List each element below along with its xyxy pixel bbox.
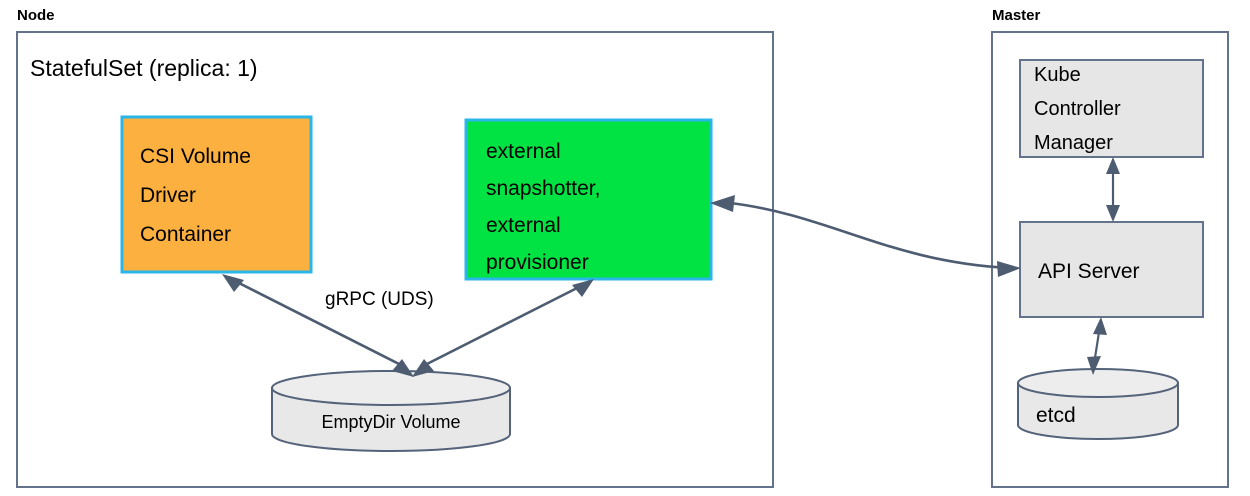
- api-server-box: [1019, 221, 1204, 318]
- edge-external-to-emptydir-arrowhead-end: [412, 359, 434, 377]
- emptydir-cylinder-top: [271, 370, 511, 406]
- edge-external-to-apiserver-arrowhead-right: [997, 261, 1021, 277]
- api-server[interactable]: API Server: [1019, 221, 1204, 318]
- etcd-cylinder[interactable]: etcd: [1017, 368, 1179, 440]
- csi-volume-driver-box: [120, 115, 313, 274]
- node-zone-label: Node: [17, 7, 55, 24]
- emptydir-volume-cylinder[interactable]: EmptyDir Volume: [271, 370, 511, 452]
- kcm-line-2: Controller: [1034, 98, 1121, 120]
- kube-controller-manager[interactable]: Kube Controller Manager: [1019, 59, 1204, 158]
- csi-line-1: CSI Volume: [140, 145, 251, 168]
- kcm-line-3: Manager: [1034, 132, 1113, 154]
- edge-csi-to-emptydir: gRPC (UDS): [222, 274, 434, 377]
- edge-apiserver-to-kcm-arrowhead-up: [1106, 157, 1120, 174]
- edge-apiserver-to-etcd: [1087, 317, 1107, 375]
- edge-external-to-emptydir-arrowhead-start: [572, 279, 594, 297]
- edge-csi-to-emptydir-line: [232, 278, 404, 368]
- edge-apiserver-to-etcd-arrowhead-down: [1087, 356, 1101, 375]
- csi-volume-driver-container[interactable]: CSI Volume Driver Container: [120, 115, 313, 274]
- external-line-3: external: [486, 214, 561, 237]
- external-line-1: external: [486, 140, 561, 163]
- emptydir-volume-label: EmptyDir Volume: [321, 412, 460, 432]
- grpc-uds-label: gRPC (UDS): [325, 289, 434, 310]
- master-zone-label: Master: [992, 7, 1041, 24]
- kube-controller-manager-box: [1019, 59, 1204, 158]
- external-line-4: provisioner: [486, 251, 589, 274]
- edge-external-to-apiserver-arrowhead-left: [710, 195, 735, 212]
- edge-csi-to-emptydir-arrowhead-end: [392, 359, 414, 377]
- etcd-cylinder-body: [1017, 382, 1179, 440]
- kcm-line-1: Kube: [1034, 64, 1081, 86]
- etcd-label: etcd: [1036, 404, 1076, 427]
- edge-external-to-apiserver-curve: [729, 201, 1011, 270]
- external-line-2: snapshotter,: [486, 177, 600, 200]
- etcd-cylinder-top: [1017, 368, 1179, 398]
- edge-external-to-emptydir: [412, 279, 594, 377]
- edge-csi-to-emptydir-arrowhead-start: [222, 274, 244, 292]
- edge-external-to-emptydir-line: [422, 283, 584, 368]
- api-server-label: API Server: [1038, 260, 1140, 283]
- external-sidecars-box: [464, 118, 713, 281]
- edge-external-to-apiserver: [710, 195, 1021, 277]
- csi-line-2: Driver: [140, 184, 196, 207]
- edge-apiserver-to-kcm-arrowhead-down: [1106, 205, 1120, 222]
- edge-apiserver-to-etcd-arrowhead-up: [1093, 317, 1107, 335]
- csi-line-3: Container: [140, 223, 231, 246]
- statefulset-title: StatefulSet (replica: 1): [30, 55, 258, 81]
- edge-apiserver-to-kcm: [1106, 157, 1120, 222]
- external-sidecars-container[interactable]: external snapshotter, external provision…: [464, 118, 713, 281]
